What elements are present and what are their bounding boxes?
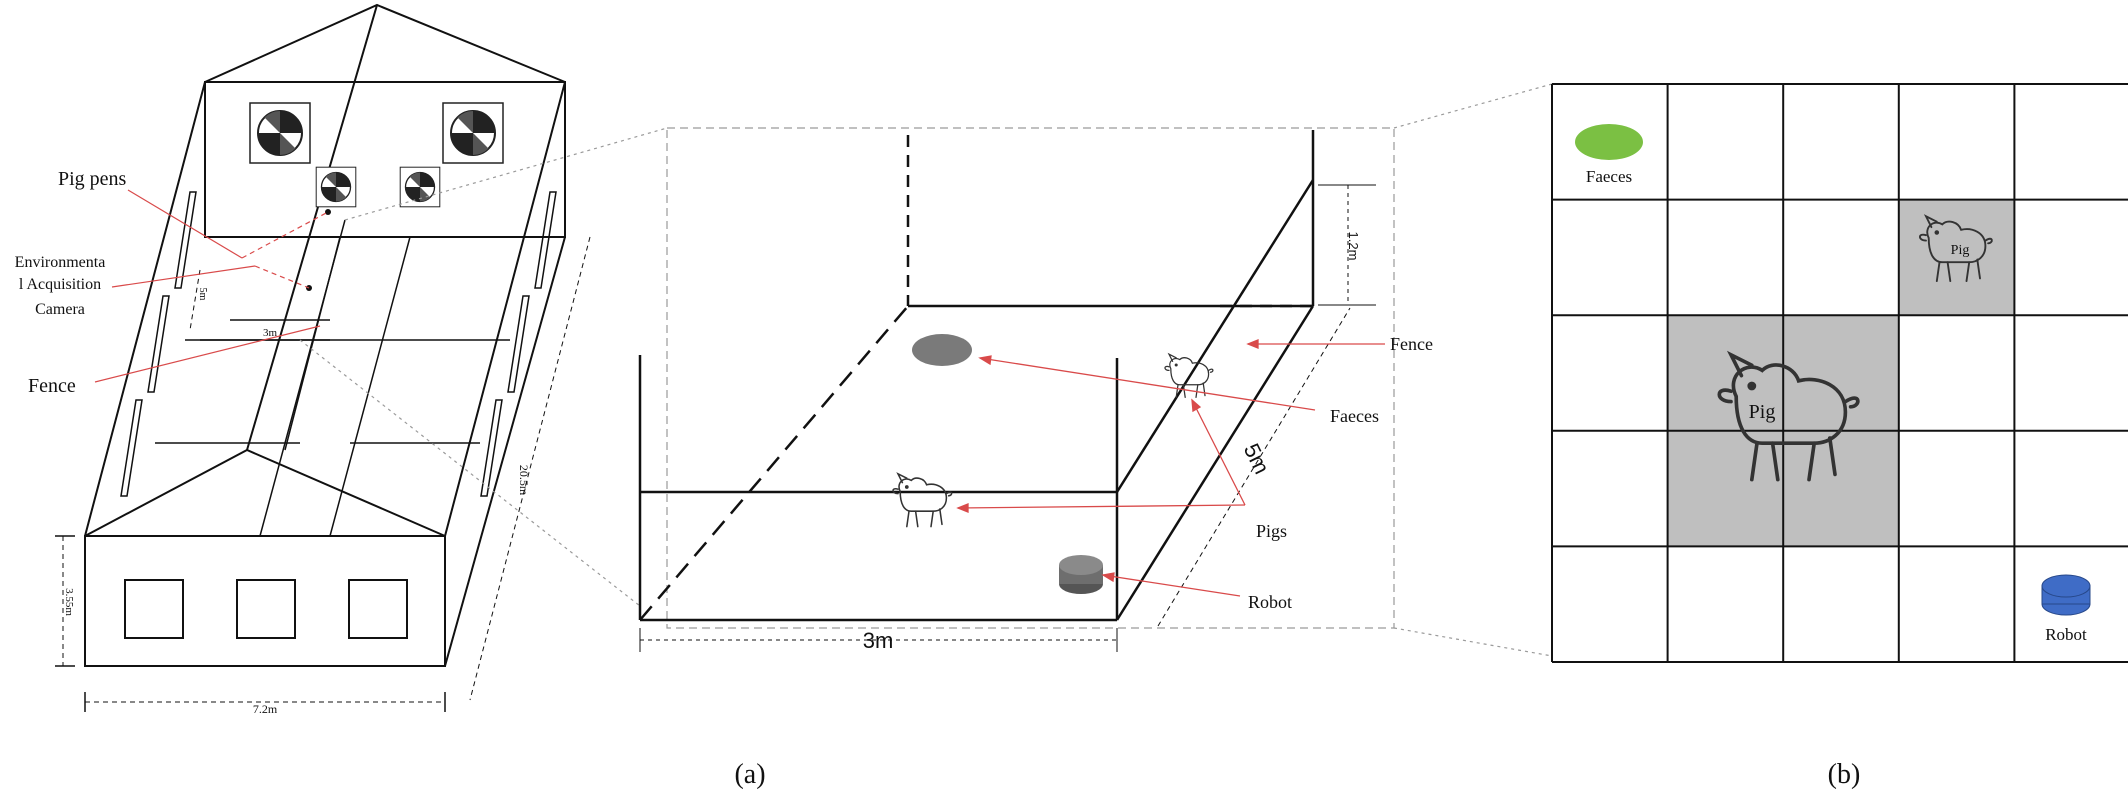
faeces-blob [912, 334, 972, 366]
right-eave [444, 81, 566, 537]
side-window [480, 399, 503, 497]
right-base [444, 236, 566, 667]
pen-dim-lines [639, 184, 1376, 652]
pen-faeces-label: Faeces [1330, 406, 1379, 426]
fan-icon [315, 166, 357, 208]
left-eave [84, 81, 206, 537]
side-window [534, 191, 557, 289]
robot-icon [1059, 555, 1103, 594]
pen-diagram [638, 130, 1315, 622]
building-leaders [94, 189, 329, 383]
occupied-cell [1783, 315, 1899, 431]
camera-label-line1: Environmenta [15, 254, 106, 271]
camera-label-line2: l Acquisition [19, 276, 101, 293]
grid-map [1551, 83, 2128, 663]
pen-arrows [956, 339, 1385, 597]
pen-fence-label: Fence [1390, 334, 1433, 354]
building-height-dim: 3.55m [63, 588, 75, 616]
pen-width-dim: 3m [863, 628, 894, 653]
pig-pens-label: Pig pens [58, 168, 127, 190]
front-wall [84, 535, 446, 667]
occupied-cell [1898, 199, 2015, 316]
building-dim-lines [62, 236, 591, 703]
building-width-dim: 7.2m [253, 702, 278, 716]
pen-depth-dim: 5m [1239, 439, 1275, 477]
pen-pigs-label: Pigs [1256, 521, 1287, 541]
grid-robot-icon [2041, 574, 2091, 616]
front-gable [84, 448, 446, 537]
building-diagram [84, 3, 566, 667]
building-length-dim: 20.5m [517, 465, 531, 496]
front-window [348, 579, 408, 639]
grid-faeces-blob [1575, 124, 1643, 160]
front-window [124, 579, 184, 639]
fan-icon [249, 102, 311, 164]
pen-robot-label: Robot [1248, 592, 1292, 612]
building-pen-width-dim: 3m [263, 327, 278, 339]
side-window [507, 295, 530, 393]
side-window [120, 399, 143, 497]
building-fence-label: Fence [28, 375, 76, 397]
grid-faeces-label: Faeces [1586, 167, 1632, 186]
caption-b: (b) [1828, 759, 1861, 790]
ridge-line [246, 4, 378, 451]
corridor-line [329, 236, 411, 537]
camera-icon [325, 209, 331, 215]
grid-robot-label: Robot [2045, 625, 2087, 644]
grid-pig-small-label: Pig [1951, 243, 1970, 258]
fan-icon [399, 166, 441, 208]
back-gable [204, 3, 566, 83]
camera-label-line3: Camera [35, 301, 85, 318]
occupied-cell [1667, 430, 1784, 547]
grid-pig-large-label: Pig [1749, 401, 1776, 423]
front-window [236, 579, 296, 639]
pen-height-dim: 1.2m [1346, 232, 1361, 261]
occupied-cell [1783, 430, 1899, 547]
building-pen-depth-dim: 5m [197, 288, 208, 301]
corridor-line [259, 219, 346, 537]
side-window [147, 295, 170, 393]
occupied-cell [1667, 315, 1784, 431]
zoom-connectors [299, 83, 1553, 657]
caption-a: (a) [734, 759, 765, 790]
zoom-frame [666, 127, 1395, 629]
side-window [174, 191, 197, 289]
fan-icon [442, 102, 504, 164]
pig-sketch-icon [892, 473, 953, 528]
